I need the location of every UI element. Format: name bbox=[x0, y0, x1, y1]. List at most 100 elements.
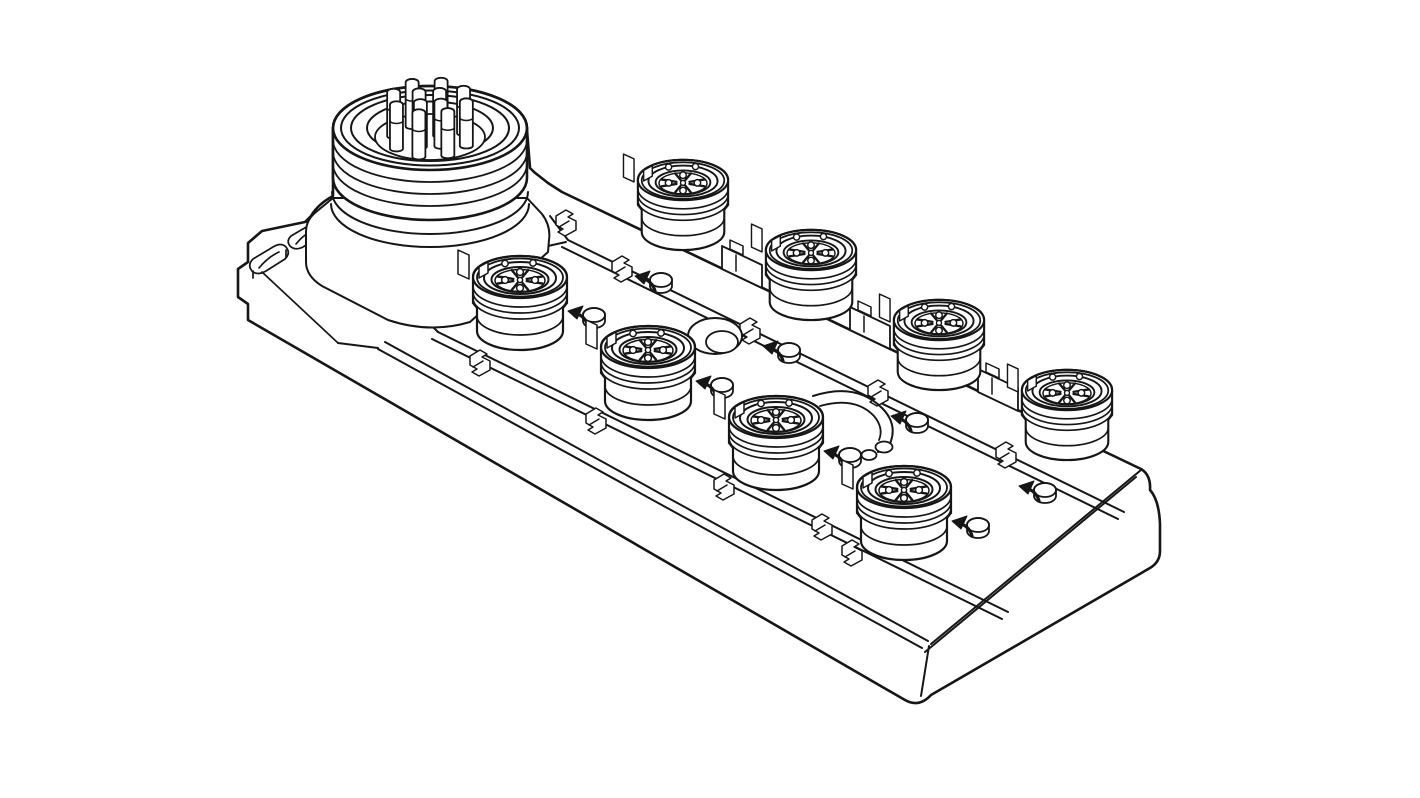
socket-center bbox=[807, 249, 815, 257]
socket-center bbox=[679, 179, 687, 187]
port-keyway bbox=[606, 331, 617, 349]
socket-hole bbox=[935, 326, 943, 335]
socket-spoke bbox=[940, 324, 949, 334]
socket-spoke bbox=[673, 184, 682, 194]
socket-hole bbox=[1077, 388, 1086, 397]
port-keyway bbox=[642, 164, 653, 182]
socket-center bbox=[644, 346, 652, 354]
connector-pin bbox=[440, 107, 456, 160]
m12-port bbox=[878, 293, 986, 392]
socket-spoke bbox=[1057, 382, 1066, 392]
socket-spoke bbox=[521, 268, 530, 279]
socket-hole bbox=[664, 178, 673, 187]
socket-hole bbox=[643, 353, 653, 363]
socket-spoke bbox=[929, 324, 938, 334]
m12-port bbox=[750, 223, 858, 322]
port-tab bbox=[1006, 363, 1019, 393]
socket-hole bbox=[515, 267, 525, 277]
port-tab bbox=[878, 293, 891, 323]
socket-spoke bbox=[649, 351, 658, 362]
socket-spoke bbox=[1068, 394, 1077, 404]
arrow-marker bbox=[1018, 480, 1041, 503]
port-tab bbox=[622, 153, 635, 183]
port-keyway bbox=[770, 234, 781, 252]
connector-pin bbox=[411, 108, 427, 161]
socket-hole bbox=[1063, 381, 1071, 390]
rail-clips bbox=[469, 209, 1017, 567]
socket-center bbox=[935, 319, 943, 327]
socket-spoke bbox=[684, 172, 693, 182]
port-keyway bbox=[734, 401, 745, 419]
socket-hole bbox=[807, 241, 815, 250]
m12-port bbox=[1006, 363, 1114, 462]
socket-hole bbox=[1063, 396, 1071, 405]
led-indicator bbox=[582, 307, 606, 329]
socket-spoke bbox=[777, 408, 786, 419]
port-keyway bbox=[478, 261, 489, 279]
m12-port bbox=[713, 389, 825, 492]
m12-port bbox=[841, 459, 953, 562]
socket-hole bbox=[628, 345, 638, 355]
socket-spoke bbox=[510, 268, 519, 279]
socket-hole bbox=[786, 415, 796, 425]
cable-clip bbox=[812, 390, 894, 461]
arrow-marker bbox=[762, 340, 785, 363]
socket-hole bbox=[899, 493, 909, 503]
socket-center bbox=[516, 276, 524, 284]
port-tab bbox=[585, 319, 598, 350]
socket-hole bbox=[914, 485, 924, 495]
mounting-hole bbox=[687, 317, 743, 355]
arrow-marker bbox=[890, 410, 913, 433]
socket-hole bbox=[756, 415, 766, 425]
port-tab bbox=[750, 223, 763, 253]
socket-hole bbox=[1048, 388, 1057, 397]
socket-spoke bbox=[801, 254, 810, 264]
socket-spoke bbox=[673, 172, 682, 182]
socket-spoke bbox=[1068, 382, 1077, 392]
socket-hole bbox=[771, 423, 781, 433]
socket-spoke bbox=[510, 281, 519, 292]
socket-hole bbox=[771, 407, 781, 417]
socket-spoke bbox=[638, 351, 647, 362]
arrow-marker bbox=[634, 270, 657, 293]
socket-hole bbox=[807, 256, 815, 265]
rail-segment bbox=[721, 245, 763, 289]
socket-hole bbox=[658, 345, 668, 355]
socket-spoke bbox=[812, 242, 821, 252]
socket-spoke bbox=[521, 281, 530, 292]
socket-spoke bbox=[929, 312, 938, 322]
socket-hole bbox=[679, 171, 687, 180]
socket-spoke bbox=[894, 478, 903, 489]
socket-spoke bbox=[812, 254, 821, 264]
socket-spoke bbox=[940, 312, 949, 322]
socket-spoke bbox=[905, 491, 914, 502]
arrow-marker bbox=[951, 515, 974, 538]
socket-center bbox=[900, 486, 908, 494]
m12-port bbox=[457, 249, 569, 352]
socket-hole bbox=[530, 275, 540, 285]
socket-spoke bbox=[905, 478, 914, 489]
socket-spoke bbox=[801, 242, 810, 252]
rail-segment bbox=[849, 306, 891, 350]
socket-spoke bbox=[649, 338, 658, 349]
socket-hole bbox=[949, 318, 958, 327]
socket-hole bbox=[821, 248, 830, 257]
port-keyway bbox=[1026, 374, 1037, 392]
port-keyway bbox=[862, 471, 873, 489]
socket-spoke bbox=[777, 421, 786, 432]
port-tab bbox=[457, 249, 470, 280]
socket-spoke bbox=[894, 491, 903, 502]
socket-hole bbox=[679, 186, 687, 195]
socket-hole bbox=[920, 318, 929, 327]
socket-hole bbox=[515, 283, 525, 293]
port-tab bbox=[841, 459, 854, 490]
socket-spoke bbox=[638, 338, 647, 349]
rail-blocks bbox=[721, 239, 1019, 412]
socket-hole bbox=[500, 275, 510, 285]
m12-port bbox=[585, 319, 697, 422]
socket-spoke bbox=[766, 421, 775, 432]
socket-hole bbox=[935, 311, 943, 320]
port-tab bbox=[713, 389, 726, 420]
